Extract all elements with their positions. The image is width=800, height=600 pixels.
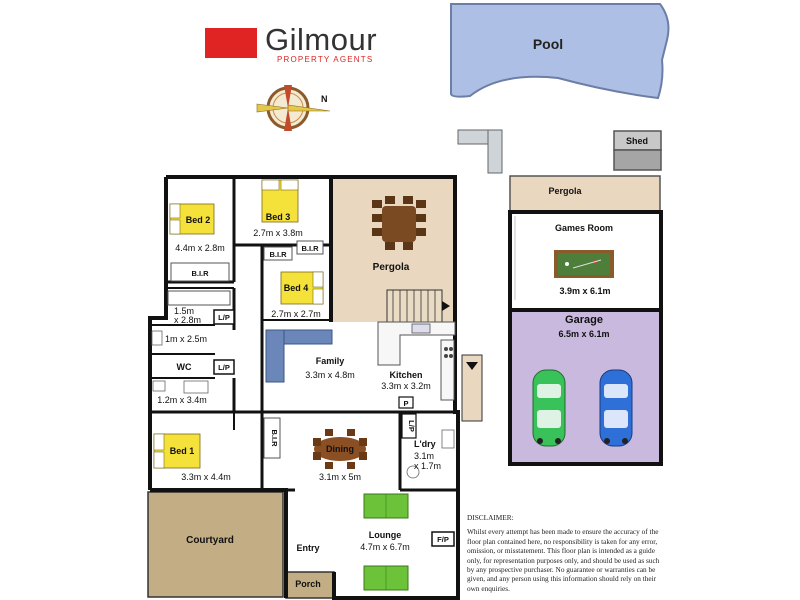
lounge-sofa-top-icon	[363, 493, 409, 519]
bed2: Bed 2 4.4m x 2.8m B.I.R	[166, 177, 236, 284]
lounge: Lounge 4.7m x 6.7m F/P	[286, 488, 455, 591]
brand-name: Gilmour	[265, 22, 378, 57]
pergola-label: Pergola	[373, 262, 410, 273]
linen-press-1: L/P	[213, 309, 235, 325]
ensuite: 1m x 2.5m	[150, 330, 215, 355]
side-steps	[461, 354, 483, 422]
bed4-bed-icon	[280, 271, 324, 305]
pool-label: Pool	[533, 36, 563, 52]
lounge-size: 4.7m x 6.7m	[360, 542, 410, 552]
family-size: 3.3m x 4.8m	[305, 370, 355, 380]
house-outline	[147, 175, 460, 600]
bed3-label: Bed 3	[266, 212, 291, 222]
compass-icon: N	[256, 85, 331, 131]
bed2-size: 4.4m x 2.8m	[175, 243, 225, 253]
garage-label: Garage	[565, 314, 603, 326]
bathroom: 1.5m x 2.8m	[150, 287, 236, 330]
bed2-bir-label: B.I.R	[191, 269, 209, 278]
shed-label: Shed	[626, 136, 648, 146]
compass-north-label: N	[321, 94, 328, 104]
laundry-lp-label: L/P	[407, 420, 416, 432]
blue-car-icon	[599, 369, 633, 447]
ensuite-size: 1m x 2.5m	[165, 334, 207, 344]
entry-label: Entry	[296, 543, 319, 553]
cooktop-icon	[444, 347, 453, 358]
shed: Shed	[613, 130, 662, 171]
garage-size: 6.5m x 6.1m	[558, 329, 609, 339]
fireplace-label: F/P	[437, 535, 449, 544]
laundry-label: L'dry	[414, 439, 436, 449]
bed1-size: 3.3m x 4.4m	[181, 472, 231, 482]
laundry-size-line2: x 1.7m	[414, 461, 441, 471]
bed1-bed-icon	[153, 433, 201, 469]
bed2-label: Bed 2	[186, 215, 211, 225]
disclaimer: DISCLAIMER: Whilst every attempt has bee…	[467, 513, 663, 593]
bed2-bed-icon	[169, 203, 215, 235]
bed3-bed-icon	[261, 179, 299, 223]
outdoor-dining-table-icon	[372, 196, 426, 250]
games-room-size: 3.9m x 6.1m	[559, 286, 610, 296]
laundry-size-line1: 3.1m	[414, 451, 434, 461]
wc-label: WC	[177, 362, 192, 372]
bed4-bir-label: B.I.R	[269, 250, 287, 259]
games-room-label: Games Room	[555, 223, 613, 233]
outdoor-bench-icon	[457, 129, 503, 174]
family-sofa-icon	[265, 329, 333, 383]
bed1: Bed 1 3.3m x 4.4m B.I.R	[153, 412, 281, 490]
wc: WC	[150, 362, 215, 379]
dining-label: Dining	[326, 444, 354, 454]
bed1-label: Bed 1	[170, 446, 195, 456]
games-room: Games Room 3.9m x 6.1m	[508, 210, 663, 312]
bath2-size: 1.2m x 3.4m	[157, 395, 207, 405]
dining-size: 3.1m x 5m	[319, 472, 361, 482]
family-room: Family 3.3m x 4.8m	[260, 320, 455, 414]
brand-logo-mark	[205, 28, 257, 58]
pergola: Pergola	[372, 196, 426, 273]
bed3-size: 2.7m x 3.8m	[253, 228, 303, 238]
laundry: L/P L'dry 3.1m x 1.7m	[398, 412, 458, 492]
kitchen-size: 3.3m x 3.2m	[381, 381, 431, 391]
rear-pergola: Pergola	[509, 175, 661, 213]
bed3: Bed 3 2.7m x 3.8m B.I.R	[234, 179, 331, 255]
lp1-label: L/P	[218, 313, 230, 322]
dining-table-icon	[313, 429, 367, 469]
pool-table-icon	[554, 250, 614, 278]
bed3-bir-label: B.I.R	[301, 244, 319, 253]
courtyard-label: Courtyard	[186, 535, 234, 546]
linen-press-2: L/P	[213, 359, 235, 375]
bathroom-2: 1.2m x 3.4m	[150, 378, 262, 414]
kitchen-label: Kitchen	[389, 370, 422, 380]
stairs-icon	[386, 289, 450, 323]
disclaimer-title: DISCLAIMER:	[467, 513, 514, 522]
lp2-label: L/P	[218, 363, 230, 372]
dining: Dining 3.1m x 5m	[313, 429, 367, 482]
garage: Garage 6.5m x 6.1m	[508, 308, 663, 466]
lounge-label: Lounge	[369, 530, 402, 540]
rear-pergola-label: Pergola	[548, 186, 582, 196]
bed4-size: 2.7m x 2.7m	[271, 309, 321, 319]
bed4: B.I.R Bed 4 2.7m x 2.7m	[260, 245, 331, 321]
green-car-icon	[532, 369, 566, 447]
bed1-bir-label: B.I.R	[270, 429, 279, 447]
brand-subtitle: PROPERTY AGENTS	[277, 55, 374, 64]
bath-size-line1: 1.5m	[174, 306, 194, 316]
kitchen: Kitchen 3.3m x 3.2m P	[377, 321, 456, 409]
bath-size-line2: x 2.8m	[174, 315, 201, 325]
pantry-label: P	[403, 399, 408, 408]
lounge-sofa-bottom-icon	[363, 565, 409, 591]
disclaimer-body: Whilst every attempt has been made to en…	[467, 527, 660, 593]
bed4-label: Bed 4	[284, 283, 309, 293]
pool: Pool	[450, 3, 670, 100]
porch-label: Porch	[295, 579, 321, 589]
family-label: Family	[316, 356, 345, 366]
